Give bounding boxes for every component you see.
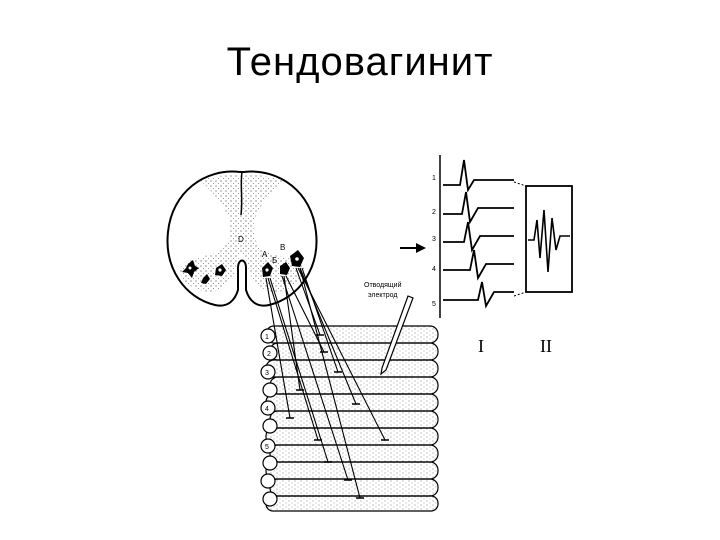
fiber-number-3: 3 [265, 370, 269, 377]
trace-number-1: 1 [432, 175, 436, 182]
trace-number-3: 3 [432, 236, 436, 243]
motor-neuron-left [182, 260, 226, 284]
panel-label-i: I [478, 336, 484, 356]
fiber-number-5: 5 [265, 444, 269, 451]
motor-axons [265, 267, 389, 499]
summed-potential-box: II [525, 185, 573, 356]
panel-label-ii: II [540, 336, 552, 356]
fiber-number-4: 4 [265, 406, 269, 413]
muscle-fibers: 1 2 3 4 5 [260, 325, 439, 512]
fiber-number-2: 2 [267, 351, 271, 358]
trace-number-2: 2 [432, 209, 436, 216]
label-b: Б [272, 256, 277, 265]
slide-title: Тендовагинит [226, 40, 494, 84]
arrow-icon [400, 243, 426, 253]
label-d: D [238, 235, 244, 244]
electrode-label-line2: электрод [368, 292, 397, 299]
label-v: В [280, 243, 285, 252]
fiber-number-1: 1 [265, 334, 269, 341]
recording-electrode: Отводящий электрод [364, 281, 414, 376]
label-a: A [262, 250, 268, 259]
traces-panel: 1 2 3 4 5 I [432, 155, 527, 356]
motor-neuron-right [262, 250, 304, 277]
trace-number-4: 4 [432, 266, 436, 273]
spinal-cord-section: D A Б В [166, 170, 318, 307]
trace-number-5: 5 [432, 301, 436, 308]
electrode-label-line1: Отводящий [364, 281, 402, 289]
